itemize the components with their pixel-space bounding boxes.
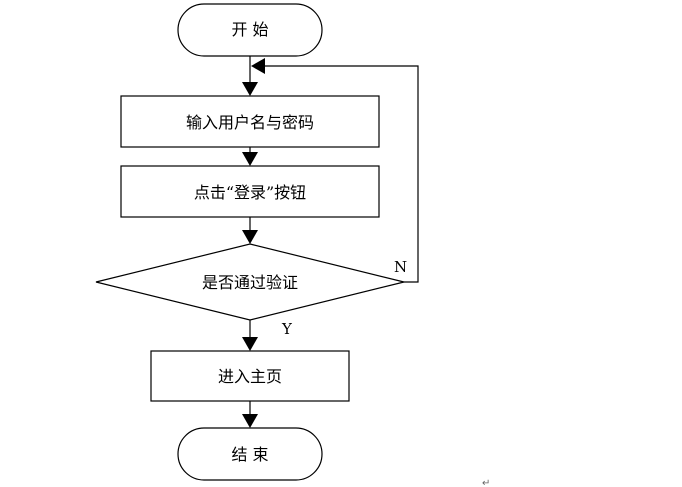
- home-process-box: [150, 350, 350, 402]
- arrowhead-decision-home: [242, 337, 258, 351]
- start-terminal: [177, 3, 323, 57]
- arrowhead-start-input: [242, 82, 258, 96]
- verification-decision: [95, 243, 405, 321]
- paragraph-mark: ↵: [482, 478, 490, 487]
- decision-yes-label: Y: [281, 320, 293, 338]
- arrowhead-no-loop: [251, 58, 265, 74]
- login-click-box: [120, 165, 380, 218]
- connector-no-loop: [265, 65, 419, 283]
- input-process-label: 输入用户名与密码: [186, 113, 314, 132]
- arrowhead-input-click: [242, 152, 258, 166]
- end-label: 结 束: [231, 445, 268, 464]
- login-click-label: 点击“登录”按钮: [194, 183, 306, 202]
- start-label: 开 始: [231, 20, 268, 39]
- decision-no-label: N: [394, 258, 407, 276]
- arrowhead-click-decision: [242, 230, 258, 244]
- end-terminal: [177, 427, 323, 481]
- arrowhead-home-end: [242, 414, 258, 428]
- input-process-box: [120, 95, 380, 148]
- verification-decision-label: 是否通过验证: [202, 273, 298, 292]
- home-process-label: 进入主页: [218, 367, 282, 386]
